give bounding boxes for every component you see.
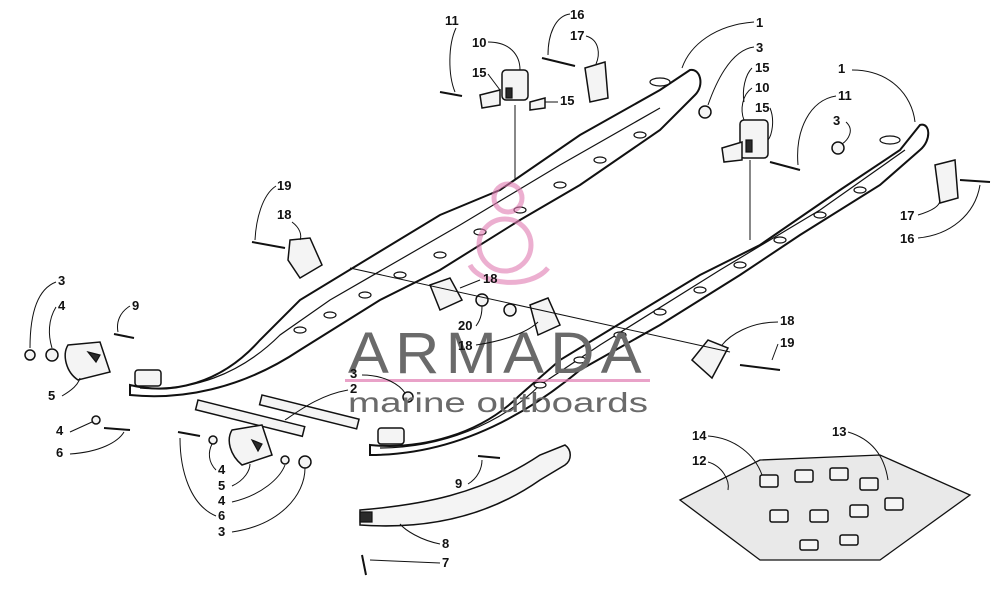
callout-15-upper-left-a: 15 xyxy=(472,65,486,80)
slide-wear-strip xyxy=(359,444,571,527)
upper-right-mount xyxy=(721,119,801,240)
callout-16-upper: 16 xyxy=(570,7,584,22)
callout-3-bottom: 3 xyxy=(218,524,225,539)
callout-3-center: 3 xyxy=(350,366,357,381)
callout-14: 14 xyxy=(692,428,707,443)
left-slide-rail xyxy=(129,68,702,398)
callout-1-left-rail: 1 xyxy=(756,15,763,30)
callout-15-upper-left-b: 15 xyxy=(560,93,574,108)
callout-20: 20 xyxy=(458,318,472,333)
upper-right-bracket xyxy=(934,159,991,204)
watermark-brand: ARMADA xyxy=(348,321,648,386)
watermark-divider xyxy=(345,379,650,382)
rail-rear-tips xyxy=(134,369,405,445)
track-clips xyxy=(759,467,904,551)
callout-18-right: 18 xyxy=(780,313,794,328)
callout-18-center-b: 18 xyxy=(458,338,472,353)
track-section xyxy=(678,454,972,561)
callout-4-center-b: 4 xyxy=(218,493,226,508)
callout-3-left: 3 xyxy=(58,273,65,288)
callout-2: 2 xyxy=(350,381,357,396)
callout-13: 13 xyxy=(832,424,846,439)
callout-17-right: 17 xyxy=(900,208,914,223)
upper-left-mount xyxy=(439,69,546,180)
right-rail-holes xyxy=(533,135,901,389)
callout-1-right-rail: 1 xyxy=(838,61,845,76)
callout-3-upper: 3 xyxy=(756,40,763,55)
callout-11-upper-left: 11 xyxy=(445,13,459,28)
cross-shafts xyxy=(194,394,360,438)
callout-labels: 11 10 15 15 16 17 1 3 15 10 15 1 11 3 17… xyxy=(29,7,981,570)
right-slide-rail xyxy=(369,123,930,457)
callout-10-upper-right: 10 xyxy=(755,80,769,95)
callout-11-upper-right: 11 xyxy=(838,88,852,103)
circle-figure-logo xyxy=(467,181,550,285)
callout-5-left: 5 xyxy=(48,388,55,403)
callout-4-center-a: 4 xyxy=(218,462,226,477)
callout-10-upper-left: 10 xyxy=(472,35,486,50)
callout-4-left-upper: 4 xyxy=(58,298,66,313)
callout-18-left: 18 xyxy=(277,207,291,222)
watermark-tagline: marine outboards xyxy=(348,387,648,418)
callout-15-upper-right-b: 15 xyxy=(755,100,769,115)
watermark: ARMADA marine outboards xyxy=(345,181,650,418)
callout-9-right: 9 xyxy=(455,476,462,491)
callout-9-left: 9 xyxy=(132,298,139,313)
callout-5-center: 5 xyxy=(218,478,225,493)
callout-17-upper: 17 xyxy=(570,28,584,43)
callout-4-left-lower: 4 xyxy=(56,423,64,438)
callout-3-right: 3 xyxy=(833,113,840,128)
callout-16-right: 16 xyxy=(900,231,914,246)
callout-18-center-a: 18 xyxy=(483,271,497,286)
cross-shaft-brackets xyxy=(251,237,781,380)
callout-19-left: 19 xyxy=(277,178,291,193)
upper-left-bracket xyxy=(541,57,609,103)
callout-15-upper-right-a: 15 xyxy=(755,60,769,75)
callout-7: 7 xyxy=(442,555,449,570)
nuts-and-washers xyxy=(24,105,845,469)
rail-end-caps xyxy=(64,341,273,466)
callout-6-left: 6 xyxy=(56,445,63,460)
callout-19-right: 19 xyxy=(780,335,794,350)
loose-fasteners xyxy=(103,333,501,576)
callout-8: 8 xyxy=(442,536,449,551)
callout-12: 12 xyxy=(692,453,706,468)
callout-6-center: 6 xyxy=(218,508,225,523)
